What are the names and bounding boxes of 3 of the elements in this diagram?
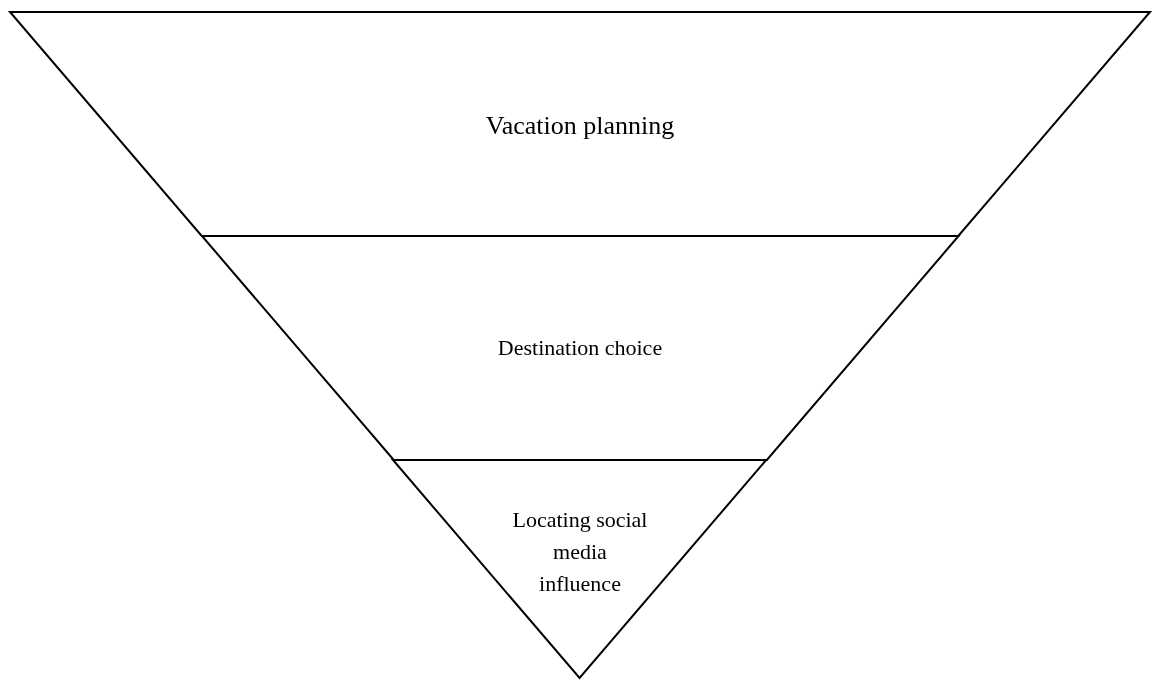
band-label: Destination choice: [496, 334, 664, 362]
band-label: Vacation planning: [484, 110, 676, 142]
band-label: Locating social media influence: [511, 506, 649, 598]
